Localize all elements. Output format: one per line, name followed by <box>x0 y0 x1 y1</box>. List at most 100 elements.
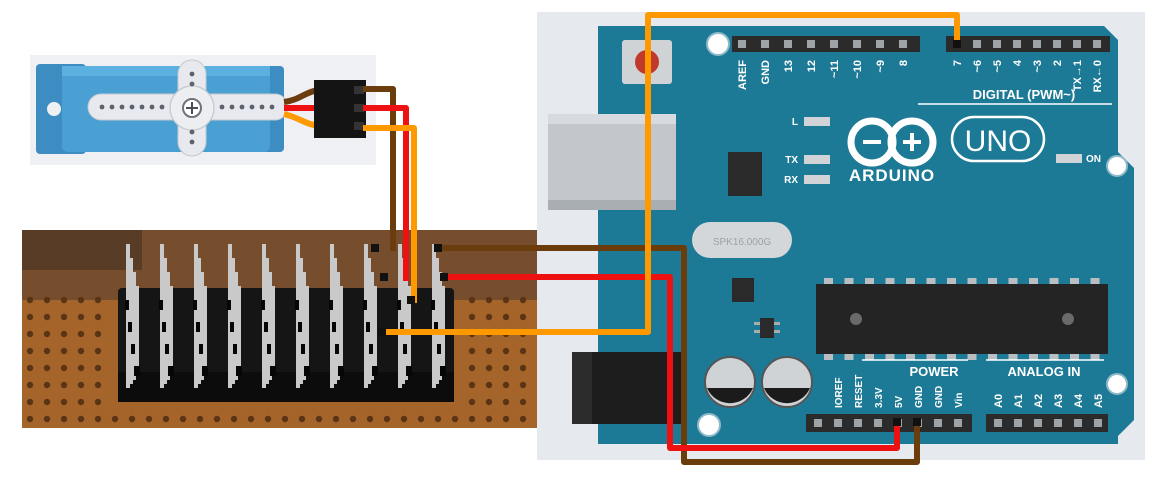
mounting-hole <box>697 413 721 437</box>
analog-pin-label: A1 <box>1013 394 1025 408</box>
mounting-hole <box>1106 373 1128 395</box>
led-rx <box>804 175 830 184</box>
analog-pin-label: A4 <box>1073 393 1085 408</box>
header-pin <box>265 258 269 384</box>
crystal-oscillator <box>692 222 792 258</box>
power-pin-socket <box>854 419 862 427</box>
header-pin <box>364 244 368 388</box>
digital-pin-label: ~9 <box>875 60 887 73</box>
header-pin <box>163 258 167 384</box>
digital-pin-label: TX→1 <box>1072 60 1084 91</box>
analog-pin-header: A0 A1 A2 A3 A4 A5 <box>986 393 1108 432</box>
digital-pin-socket <box>784 40 792 48</box>
power-pin-socket <box>874 419 882 427</box>
header-pin <box>305 286 309 376</box>
header-pin <box>330 244 334 388</box>
digital-pin-socket <box>807 40 815 48</box>
analog-pin-label: A5 <box>1093 394 1105 408</box>
power-pin-socket <box>814 419 822 427</box>
digital-pin-socket <box>761 40 769 48</box>
digital-header-title: DIGITAL (PWM~) <box>973 87 1075 102</box>
power-pin-label: 3.3V <box>874 387 885 408</box>
header-pin <box>231 258 235 384</box>
power-title: POWER <box>909 364 959 379</box>
arduino-uno-board: SPK16.000G L TX RX ON ARDUINO UNO <box>537 12 1145 460</box>
servo-motor <box>30 55 376 165</box>
crystal-label: SPK16.000G <box>713 237 772 248</box>
power-pin-socket <box>954 419 962 427</box>
digital-pin-socket <box>830 40 838 48</box>
digital-pin-socket <box>899 40 907 48</box>
digital-pin-label: RX←0 <box>1092 60 1104 92</box>
digital-pin-label: ~10 <box>852 60 864 79</box>
arduino-brand: ARDUINO <box>849 166 935 185</box>
led-l-label: L <box>792 117 798 128</box>
power-pin-socket <box>834 419 842 427</box>
digital-pin-label: 4 <box>1012 59 1024 66</box>
header-pin <box>197 258 201 384</box>
header-pin <box>373 286 377 376</box>
header-pin <box>203 286 207 376</box>
atmega-chip <box>816 284 1108 354</box>
analog-pin-label: A2 <box>1033 394 1045 408</box>
analog-pin-socket <box>1034 419 1042 427</box>
header-pin <box>432 244 436 388</box>
led-on-label: ON <box>1086 154 1101 165</box>
header-pin <box>435 258 439 384</box>
power-wire-servo-to-header <box>363 105 409 281</box>
header-pin <box>333 258 337 384</box>
analog-pin-label: A3 <box>1053 394 1065 408</box>
header-pin <box>262 244 266 388</box>
digital-pin-label: 7 <box>952 60 964 66</box>
header-pin <box>129 258 133 384</box>
analog-pin-socket <box>1014 419 1022 427</box>
analog-pin-socket <box>1054 419 1062 427</box>
header-pin <box>370 272 374 380</box>
header-pin <box>404 272 408 380</box>
digital-pin-socket <box>853 40 861 48</box>
power-wire-header-to-arduino <box>441 274 900 451</box>
header-pin <box>194 244 198 388</box>
digital-pin-label: 12 <box>806 60 818 72</box>
mounting-hole <box>706 32 730 56</box>
uno-model: UNO <box>965 125 1032 158</box>
header-pin <box>339 286 343 376</box>
power-pin-socket <box>934 419 942 427</box>
power-pin-label: Vin <box>954 393 965 408</box>
header-pin <box>367 258 371 384</box>
header-pin <box>132 272 136 380</box>
digital-pin-socket <box>1093 40 1101 48</box>
header-pin <box>160 244 164 388</box>
led-rx-label: RX <box>784 175 798 186</box>
power-pin-label: GND <box>914 386 925 408</box>
header-pin <box>398 244 402 388</box>
digital-pin-label: AREF <box>737 60 749 90</box>
ground-wire-header-to-arduino <box>435 245 920 465</box>
digital-pin-socket <box>973 40 981 48</box>
signal-wire-header-to-arduino <box>379 12 960 335</box>
power-pin-label: 5V <box>894 395 905 408</box>
analog-pin-socket <box>1094 419 1102 427</box>
arduino-infinity-logo-icon <box>847 117 937 167</box>
header-pin <box>237 286 241 376</box>
digital-pin-label: 8 <box>898 60 910 66</box>
servo-horn <box>87 59 289 157</box>
header-pin <box>271 286 275 376</box>
small-ic <box>760 318 774 338</box>
digital-pin-label: ~5 <box>992 60 1004 73</box>
led-tx-label: TX <box>785 155 798 166</box>
header-pin <box>169 286 173 376</box>
header-pin <box>135 286 139 376</box>
analog-pin-label: A0 <box>993 394 1005 408</box>
analog-pin-socket <box>1074 419 1082 427</box>
signal-wire-servo-to-header <box>363 125 417 303</box>
power-pin-label: GND <box>934 386 945 408</box>
header-pin <box>268 272 272 380</box>
analog-pin-socket <box>994 419 1002 427</box>
digital-pin-label: 13 <box>783 60 795 72</box>
regulator <box>732 278 754 302</box>
header-pin <box>126 244 130 388</box>
digital-pin-socket <box>1013 40 1021 48</box>
perfboard-pin-header <box>22 230 537 428</box>
